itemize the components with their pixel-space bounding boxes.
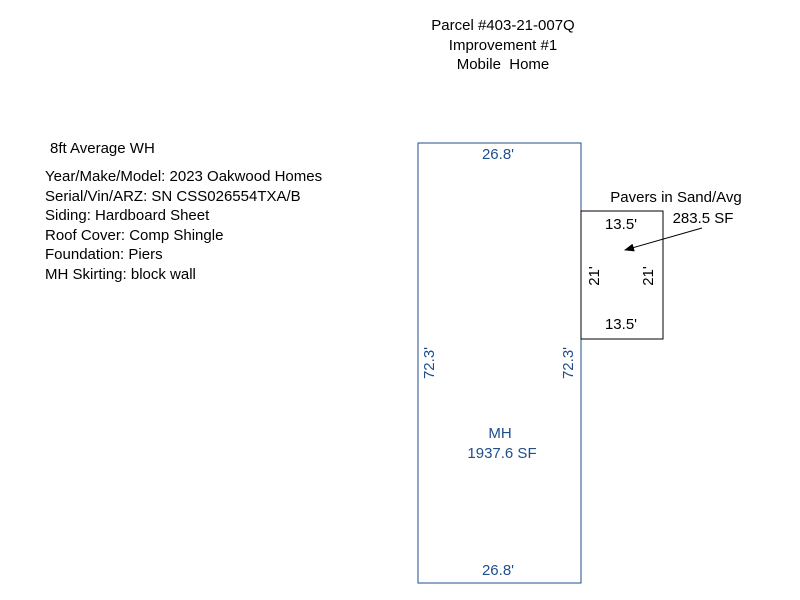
title-block: Parcel #403-21-007Q Improvement #1 Mobil…	[393, 16, 613, 75]
improvement-type: Mobile Home	[456, 56, 550, 73]
mh-bottom-dimension: 26.8'	[482, 562, 514, 579]
detail-roof-cover: Roof Cover: Comp Shingle	[45, 226, 224, 244]
mh-top-dimension: 26.8'	[482, 146, 514, 163]
improvement-number: Improvement #1	[448, 36, 558, 54]
mh-left-dimension: 72.3'	[421, 347, 438, 379]
pavers-top-dimension: 13.5'	[605, 216, 637, 233]
pavers-left-dimension: 21'	[586, 266, 603, 286]
mobile-home-outline	[417, 142, 582, 584]
parcel-number: Parcel #403-21-007Q	[431, 17, 575, 34]
pavers-leader-arrow	[624, 227, 703, 252]
detail-foundation: Foundation: Piers	[45, 246, 163, 264]
average-wall-height: 8ft Average WH	[50, 140, 155, 157]
pavers-right-dimension: 21'	[640, 266, 657, 286]
mh-label: MH	[488, 425, 511, 442]
pavers-outline	[580, 210, 664, 340]
pavers-area: 283.5 SF	[673, 210, 734, 227]
pavers-title: Pavers in Sand/Avg	[610, 189, 741, 206]
mh-area: 1937.6 SF	[467, 445, 536, 462]
pavers-bottom-dimension: 13.5'	[605, 316, 637, 333]
improvement-details: Year/Make/Model: 2023 Oakwood Homes Seri…	[45, 167, 322, 285]
detail-serial-vin: Serial/Vin/ARZ: SN CSS026554TXA/B	[45, 187, 301, 205]
detail-year-make-model: Year/Make/Model: 2023 Oakwood Homes	[45, 168, 323, 185]
detail-siding: Siding: Hardboard Sheet	[45, 207, 210, 225]
detail-skirting: MH Skirting: block wall	[45, 265, 196, 283]
mh-right-dimension: 72.3'	[560, 347, 577, 379]
